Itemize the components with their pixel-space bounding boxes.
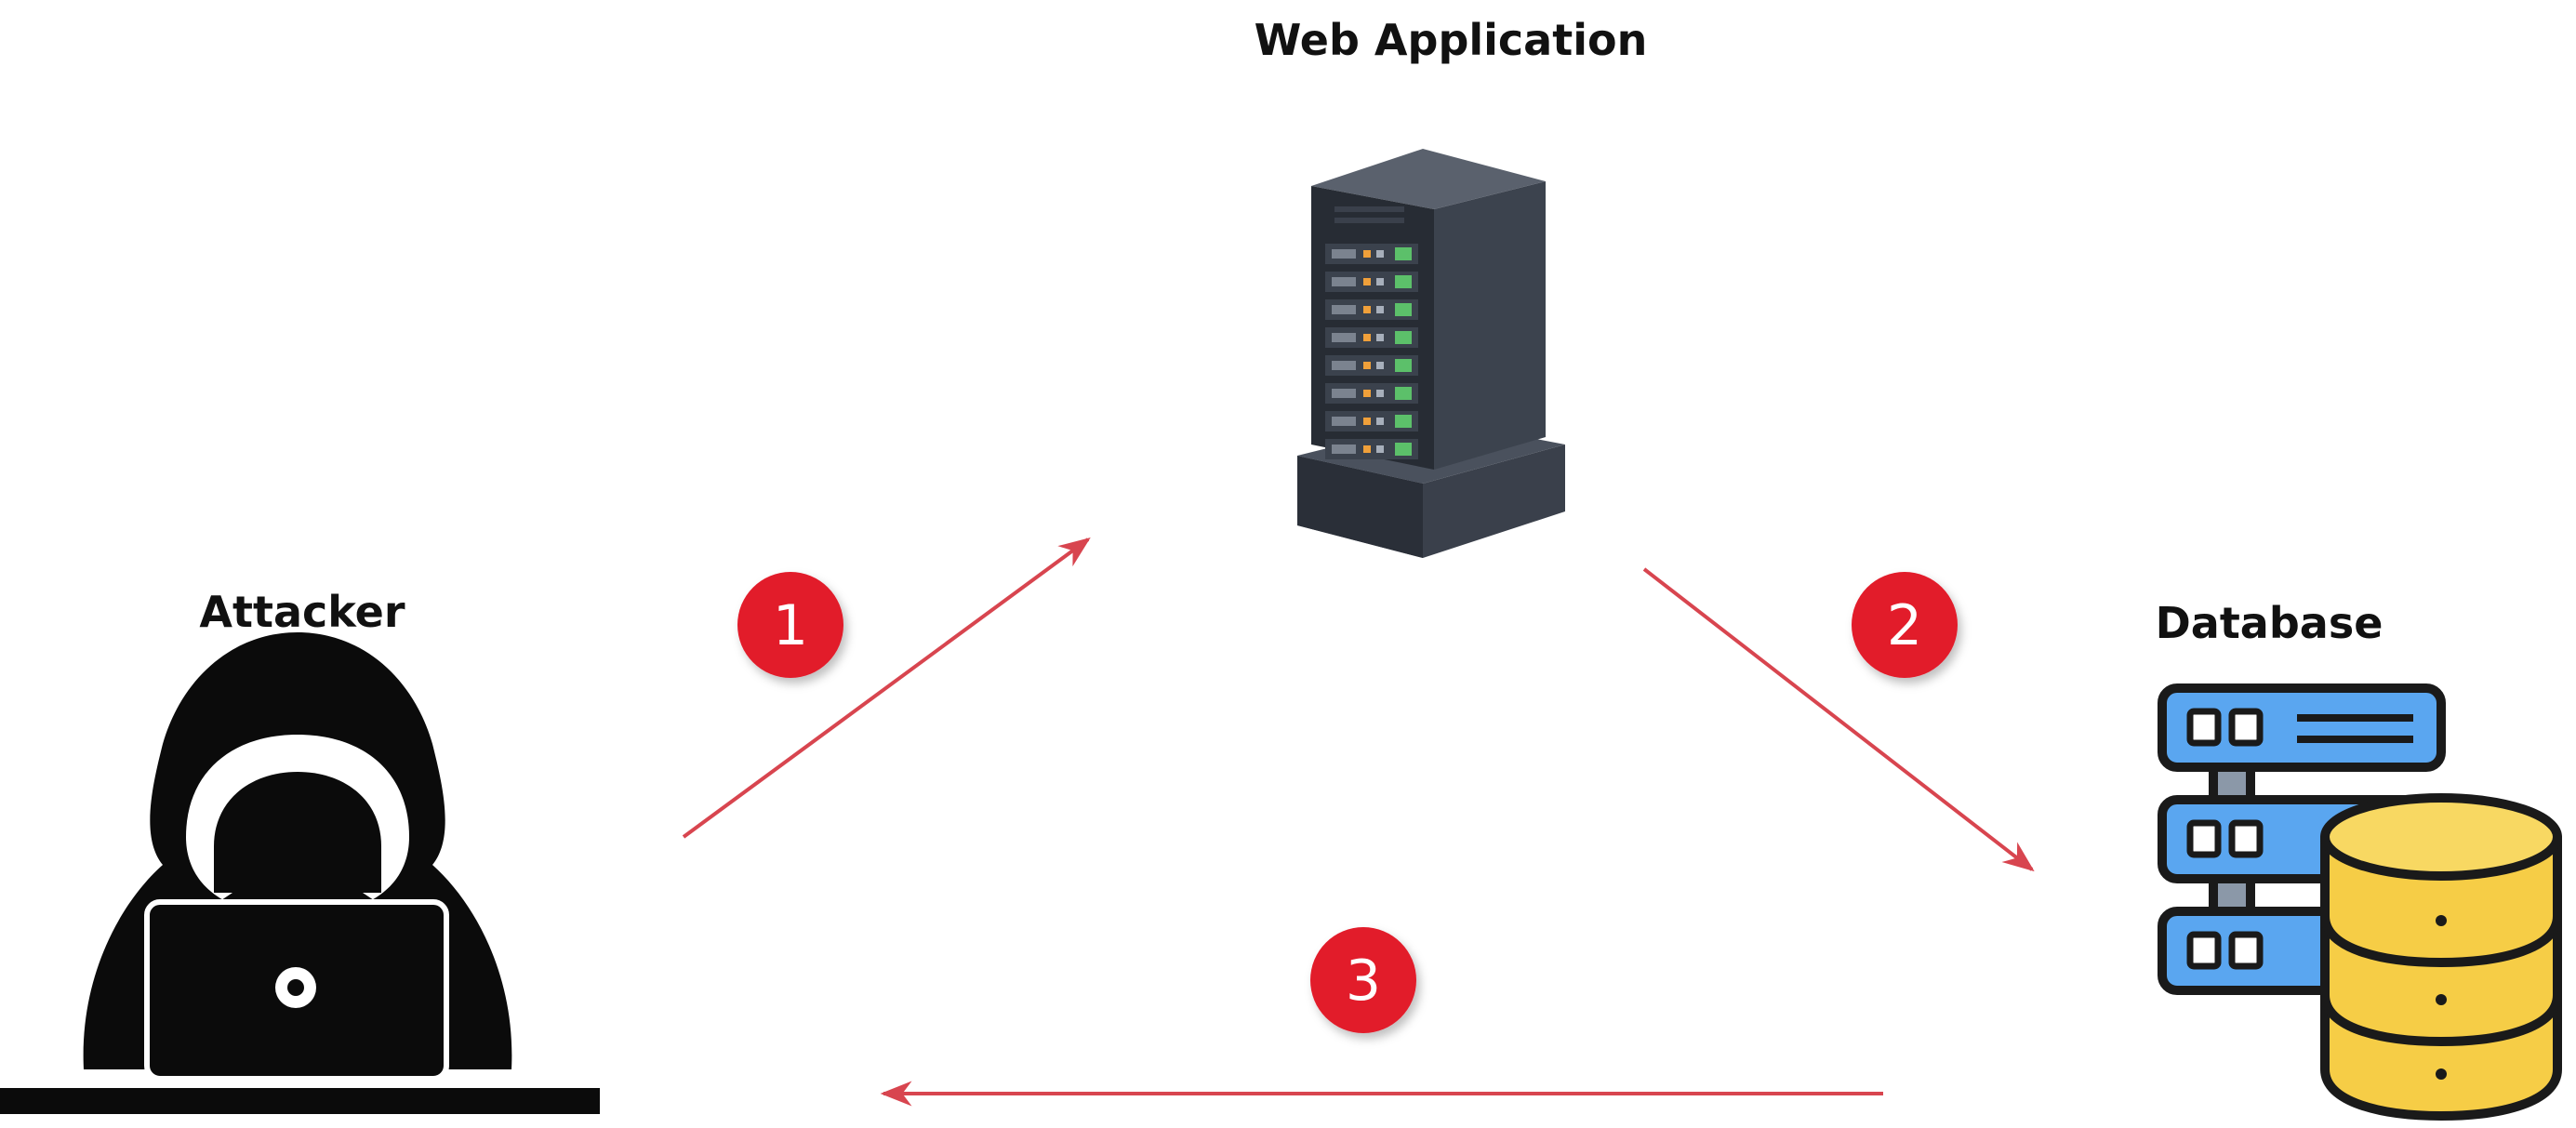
arrow-step-1	[682, 537, 1091, 839]
step-number-1: 1	[773, 593, 808, 658]
database-stack-icon	[2158, 683, 2562, 1121]
step-number-2: 2	[1887, 593, 1922, 658]
server-rack-icon	[1297, 149, 1565, 558]
database-label: Database	[2155, 598, 2383, 648]
arrow-step-2	[1642, 567, 2035, 872]
step-number-3: 3	[1346, 949, 1381, 1014]
attacker-label: Attacker	[199, 587, 405, 637]
step-badge-2: 2	[1852, 572, 1958, 678]
hooded-hacker-laptop-icon	[0, 632, 600, 1114]
web-application-label: Web Application	[1254, 15, 1648, 65]
step-badge-1: 1	[737, 572, 843, 678]
step-badge-3: 3	[1310, 927, 1416, 1033]
